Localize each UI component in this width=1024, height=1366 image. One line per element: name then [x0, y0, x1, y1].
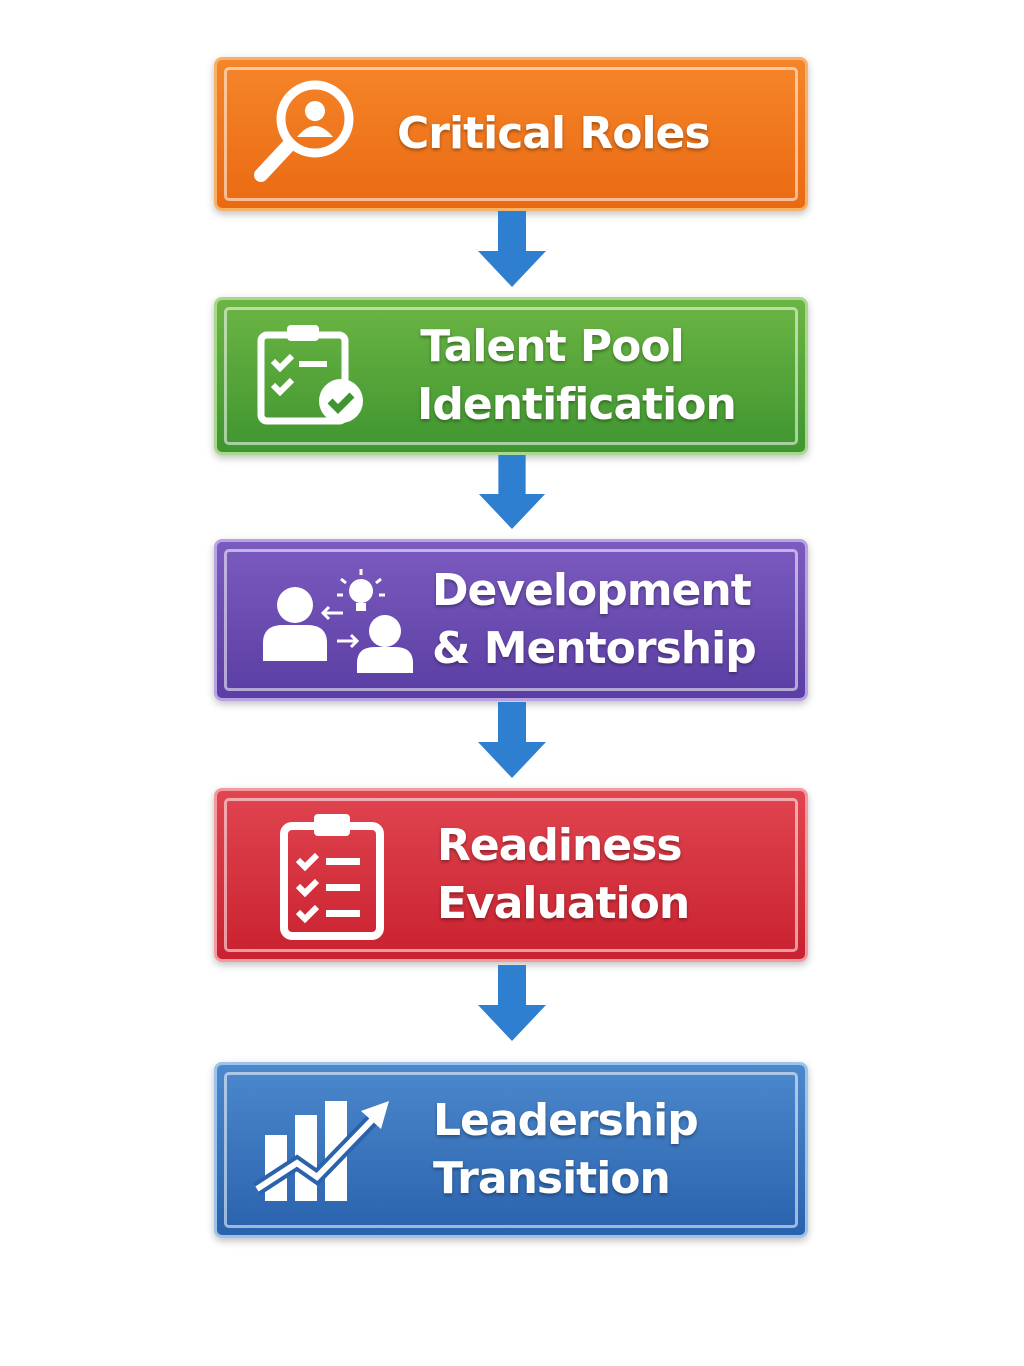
box-inner-border — [224, 67, 798, 201]
magnifier-person-icon — [254, 80, 354, 182]
box-inner-border — [224, 307, 798, 445]
checklist-icon — [280, 814, 384, 940]
down-arrow-icon — [478, 965, 546, 1041]
growth-chart-icon — [253, 1101, 389, 1201]
label-line: Readiness — [437, 820, 683, 871]
step-critical-roles: Critical Roles — [214, 57, 808, 211]
label-line: Identification — [417, 379, 737, 430]
label-line: Transition — [433, 1153, 671, 1204]
down-arrow-icon — [478, 455, 546, 530]
label-line: Evaluation — [437, 878, 690, 929]
mentorship-icon — [263, 569, 413, 673]
step-label: Critical Roles — [397, 108, 711, 159]
box-inner-border — [224, 798, 798, 952]
down-arrow-icon — [478, 211, 546, 287]
label-line: Development — [432, 565, 752, 616]
clipboard-check-icon — [257, 325, 363, 425]
step-label: Development & Mentorship — [432, 562, 757, 678]
box-inner-border — [224, 549, 798, 691]
label-line: & Mentorship — [432, 623, 757, 674]
label-line: Leadership — [433, 1095, 699, 1146]
down-arrow-icon — [478, 702, 546, 778]
label-line: Talent Pool — [420, 321, 684, 372]
box-inner-border — [224, 1072, 798, 1228]
step-development-mentorship: Development & Mentorship — [214, 539, 808, 701]
